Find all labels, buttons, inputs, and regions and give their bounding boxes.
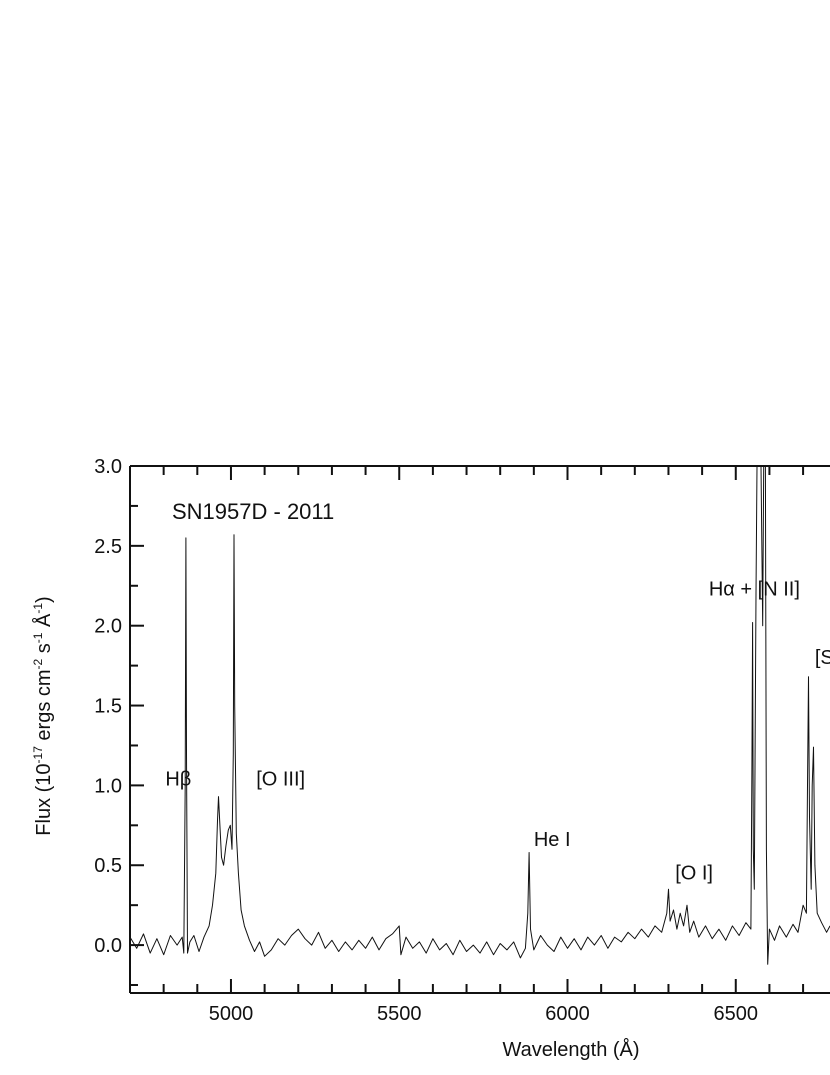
line-annotation: Hβ bbox=[165, 768, 191, 790]
y-tick-label: 1.0 bbox=[94, 775, 122, 797]
y-label-base: Flux (10 bbox=[33, 763, 55, 835]
y-tick-label: 0.5 bbox=[94, 855, 122, 877]
x-axis-ticks: 5000 5500 6000 6500 bbox=[162, 466, 805, 1025]
y-label-exp3: -1 bbox=[31, 632, 45, 643]
line-annotations: Hβ [O III] He I [O I] Hα + [N II] [S I bbox=[165, 578, 830, 884]
chart-title: SN1957D - 2011 bbox=[172, 499, 334, 524]
y-axis-label: Flux (10-17 ergs cm-2 s-1 Å-1) bbox=[31, 596, 55, 835]
x-tick-label: 5500 bbox=[377, 1003, 422, 1025]
line-annotation: [O III] bbox=[256, 768, 305, 790]
y-tick-label: 2.5 bbox=[94, 536, 122, 558]
spectrum-line bbox=[129, 465, 830, 965]
line-annotation: Hα + [N II] bbox=[709, 578, 800, 600]
line-annotation: [S I bbox=[815, 647, 830, 669]
y-label-mid1: ergs cm bbox=[33, 669, 55, 746]
y-label-tail: ) bbox=[33, 596, 55, 603]
line-annotation: He I bbox=[534, 829, 571, 851]
y-tick-label: 1.5 bbox=[94, 696, 122, 718]
y-label-exp4: -1 bbox=[31, 603, 45, 614]
y-tick-label: 3.0 bbox=[94, 456, 122, 478]
x-tick-label: 6500 bbox=[714, 1003, 759, 1025]
y-label-mid2: s bbox=[33, 643, 55, 659]
x-axis-label: Wavelength (Å) bbox=[502, 1038, 639, 1061]
y-label-exp2: -2 bbox=[31, 658, 45, 669]
x-tick-label: 6000 bbox=[545, 1003, 590, 1025]
y-label-mid3: Å bbox=[32, 613, 55, 633]
x-tick-label: 5000 bbox=[209, 1003, 254, 1025]
y-tick-label: 0.0 bbox=[94, 935, 122, 957]
line-annotation: [O I] bbox=[675, 863, 713, 885]
y-label-exp1: -17 bbox=[31, 746, 45, 764]
y-axis-ticks: 0.0 0.5 1.0 1.5 2.0 2.5 3.0 bbox=[94, 456, 144, 987]
y-tick-label: 2.0 bbox=[94, 616, 122, 638]
